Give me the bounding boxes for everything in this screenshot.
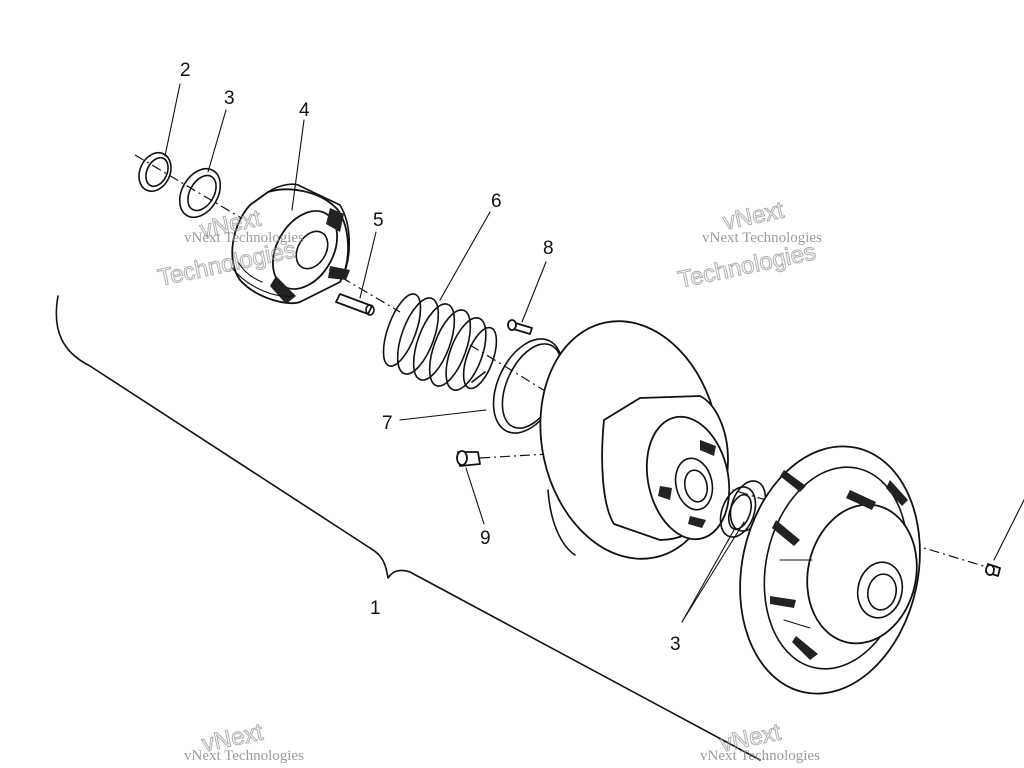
watermark-group-3: vNext vNext Technologies <box>184 718 304 764</box>
leader-lines <box>164 83 1024 623</box>
watermark-technologies: Technologies <box>676 238 819 294</box>
callout-1: 1 <box>370 598 381 619</box>
part-3-washer-left <box>178 167 222 219</box>
part-4-spider-cam <box>231 183 351 305</box>
callout-4: 4 <box>299 100 310 121</box>
assembly-bracket <box>55 295 761 761</box>
part-5-pin <box>335 293 375 316</box>
stationary-sheave <box>739 445 921 695</box>
part-9-bolt <box>456 450 481 467</box>
watermark-text: vNext Technologies <box>184 748 304 764</box>
right-screw <box>985 563 1001 577</box>
callout-5: 5 <box>373 210 384 231</box>
callout-labels: 2 3 4 5 6 8 7 9 1 3 <box>180 60 681 655</box>
movable-sheave <box>539 320 731 560</box>
callout-2: 2 <box>180 60 191 81</box>
callout-3-right: 3 <box>670 634 681 655</box>
part-2-snap-ring <box>138 151 172 193</box>
callout-7: 7 <box>382 413 393 434</box>
watermark-group-4: vNext vNext Technologies <box>700 718 820 764</box>
callout-8: 8 <box>543 238 554 259</box>
watermark-text: vNext Technologies <box>184 230 304 246</box>
watermark-group-2: vNext vNext Technologies Technologies <box>675 196 822 294</box>
callout-6: 6 <box>491 191 502 212</box>
callout-9: 9 <box>480 528 491 549</box>
callout-3-left: 3 <box>224 88 235 109</box>
watermark-text: vNext Technologies <box>702 230 822 246</box>
watermark-text: vNext Technologies <box>700 748 820 764</box>
part-8-screw <box>507 319 533 335</box>
part-6-spring <box>382 293 498 391</box>
